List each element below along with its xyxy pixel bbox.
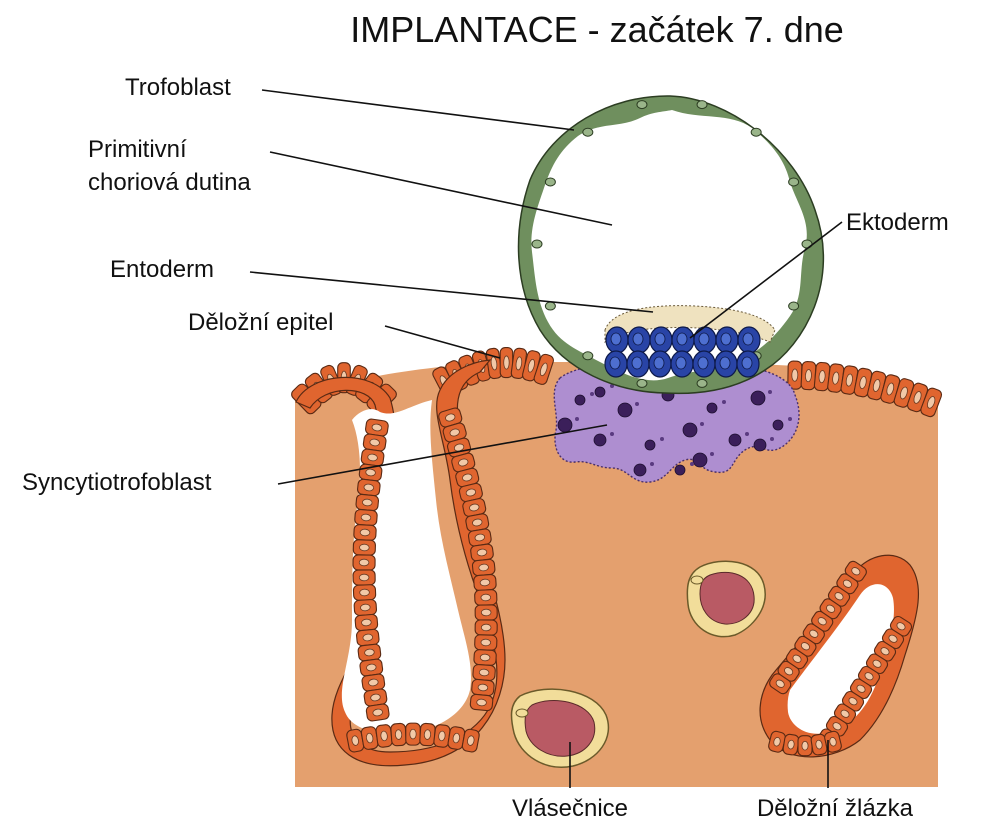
label-zlazka: Děložní žlázka [757, 795, 914, 822]
label-chorion-line1: Primitivní [88, 136, 187, 163]
label-entoderm: Entoderm [110, 256, 214, 283]
label-epitel: Děložní epitel [188, 309, 333, 336]
label-ektoderm: Ektoderm [846, 209, 949, 236]
diagram-title: IMPLANTACE - začátek 7. dne [350, 9, 844, 50]
leader-trofoblast [262, 90, 574, 130]
label-vlasecnice: Vlásečnice [512, 795, 628, 822]
label-chorion-line2: choriová dutina [88, 169, 251, 196]
leader-epitel [385, 326, 500, 358]
label-syncytio: Syncytiotrofoblast [22, 469, 212, 496]
label-trofoblast: Trofoblast [125, 74, 231, 101]
